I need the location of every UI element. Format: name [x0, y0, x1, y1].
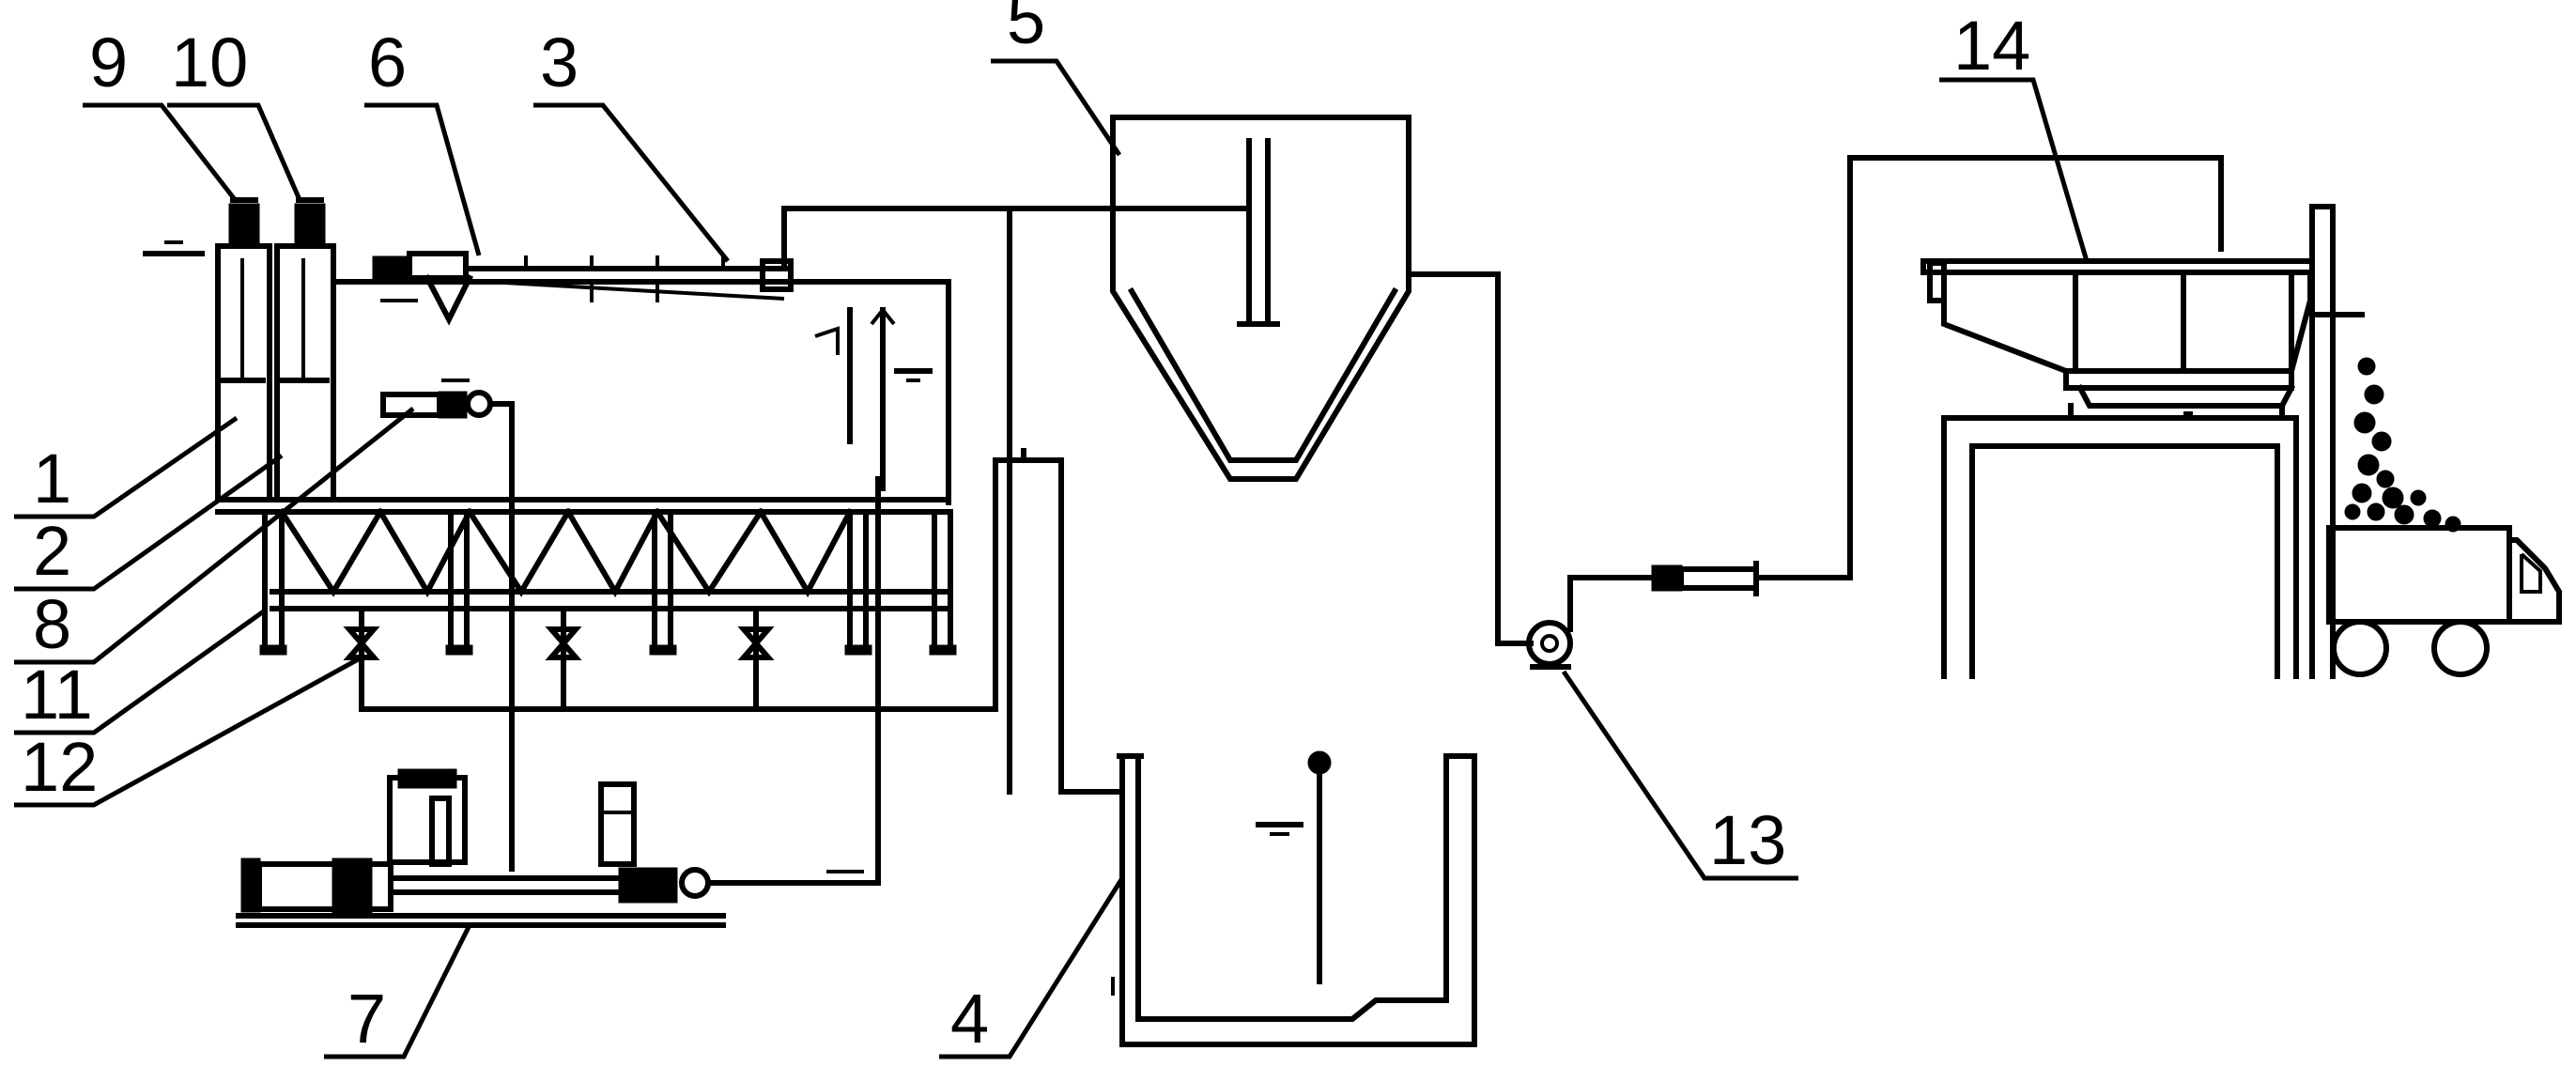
label-9: 9: [89, 23, 128, 101]
dosing-tank-2: [274, 243, 336, 502]
dosing-tank-1: [215, 243, 272, 502]
label-13: 13: [1709, 801, 1786, 879]
sludge-cake-discharge: [2344, 357, 2461, 533]
mixer-9-motor: [228, 197, 260, 248]
label-2: 2: [33, 512, 71, 590]
leader-lines: [14, 58, 2090, 1059]
label-11: 11: [21, 656, 93, 734]
label-7: 7: [347, 980, 386, 1058]
label-3: 3: [540, 23, 578, 101]
support-frame-11: [259, 507, 957, 656]
label-1: 1: [33, 440, 71, 518]
dewatering-machine-14: [1920, 204, 2365, 679]
label-4: 4: [950, 980, 989, 1058]
lift-pump-13: [1406, 155, 2224, 670]
dosing-pump-unit-7: [236, 476, 881, 928]
label-5: 5: [1007, 0, 1045, 58]
label-14: 14: [1953, 7, 2030, 85]
label-6: 6: [368, 23, 407, 101]
label-12: 12: [21, 728, 98, 806]
settling-tank-5: [781, 115, 1411, 795]
truck: [2326, 525, 2562, 677]
label-10: 10: [171, 23, 248, 101]
reaction-tank-3: [215, 279, 951, 515]
water-tank-4: [1111, 750, 1477, 1047]
mixer-10-motor: [294, 197, 326, 248]
scraper-conveyor-6: [372, 251, 794, 326]
sludge-valves-12: [343, 448, 1064, 712]
air-inlet-8: [380, 379, 515, 872]
label-8: 8: [33, 585, 71, 663]
